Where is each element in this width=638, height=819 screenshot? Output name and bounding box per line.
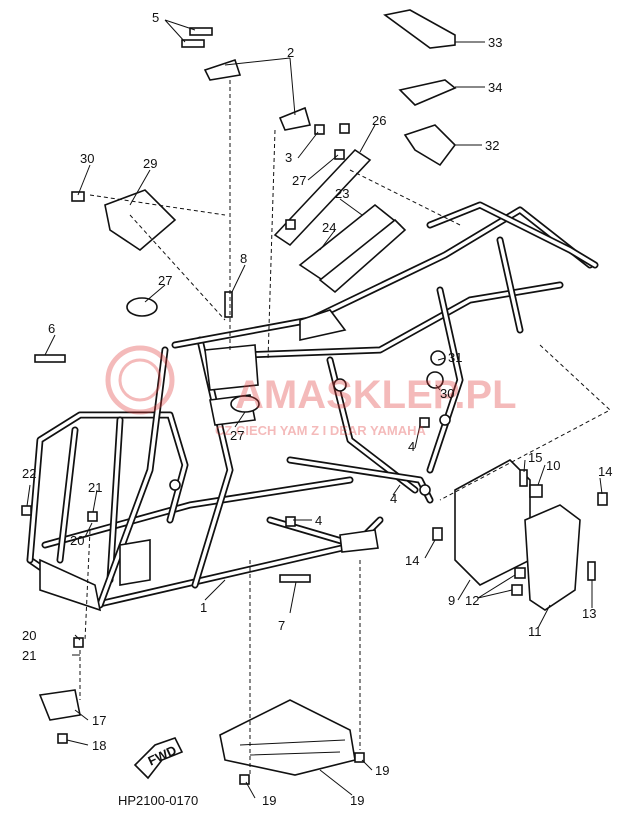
part-27-damper [126,297,158,317]
part-33-cover [383,9,456,49]
callout-10: 10 [546,458,560,473]
callout-21b: 21 [22,648,36,663]
callout-33: 33 [488,35,502,50]
callout-4c: 4 [315,513,322,528]
fwd-arrow: FWD [133,737,184,780]
part-32-pad [403,124,457,167]
callout-8: 8 [240,251,247,266]
part-2-bracket-2 [278,106,312,131]
callout-14a: 14 [598,464,612,479]
callout-4b: 4 [390,491,397,506]
callout-14b: 14 [405,553,419,568]
callout-2: 2 [287,45,294,60]
part-31-grommet [430,350,446,366]
callout-27b: 27 [230,428,244,443]
watermark: AMASKLEP.PL CZ CIECH YAM Z I DEAR YAMAHA [105,345,517,438]
callout-11: 11 [528,624,542,639]
callout-12: 12 [465,593,479,608]
part-12-nut [514,567,526,579]
leader-lines [26,19,603,799]
part-29-bolt [71,191,85,202]
callout-7: 7 [278,618,285,633]
diagram-code: HP2100-0170 [118,793,198,808]
part-23-bracket [318,218,407,294]
callout-3: 3 [285,150,292,165]
part-18-skid-plate [219,699,356,776]
part-11-bracket [524,504,581,611]
part-2-bracket [203,58,242,81]
callout-21a: 21 [88,480,102,495]
callout-13: 13 [582,606,596,621]
part-28-holder [104,189,177,252]
callout-29: 30 [80,151,94,166]
callout-4a: 4 [408,439,415,454]
callout-16: 17 [92,713,106,728]
callout-6: 6 [48,321,55,336]
callout-30: 30 [440,386,454,401]
callout-1: 1 [200,600,207,615]
part-16-bracket [38,689,81,721]
callout-15: 15 [528,450,542,465]
callout-17: 18 [92,738,106,753]
part-10-nut [529,484,543,498]
part-25-plate [273,148,372,247]
callout-27: 27 [158,273,172,288]
callout-9: 9 [448,593,455,608]
callout-25: 26 [372,113,386,128]
watermark-brand: AMASKLEP.PL [235,373,517,417]
callout-20b: 20 [22,628,36,643]
callout-22: 22 [22,466,36,481]
callout-34: 34 [488,80,502,95]
assembly-lines [79,80,611,775]
bolts [21,27,608,785]
callout-26: 27 [292,173,306,188]
callout-20a: 20 [70,533,84,548]
callout-5: 5 [152,10,159,25]
callout-28: 29 [143,156,157,171]
fwd-arrow-icon [133,737,184,780]
part-9-battery-box [454,459,531,586]
part-34-strap [398,79,457,106]
part-30-grommet [426,371,444,389]
callout-23: 23 [335,186,349,201]
main-frame [26,201,599,612]
callout-19a: 19 [375,763,389,778]
fwd-label: FWD [146,742,179,768]
callout-31: 31 [448,350,462,365]
watermark-tagline: CZ CIECH YAM Z I DEAR YAMAHA [215,423,427,438]
callout-32: 32 [485,138,499,153]
callout-18: 19 [350,793,364,808]
callout-19b: 19 [262,793,276,808]
part-12-nut-2 [511,584,523,596]
callout-24: 24 [322,220,336,235]
watermark-logo-icon [105,345,175,415]
callout-numbers: 5 2 26 3 27 30 29 23 24 8 27 6 31 30 27 … [22,10,612,808]
